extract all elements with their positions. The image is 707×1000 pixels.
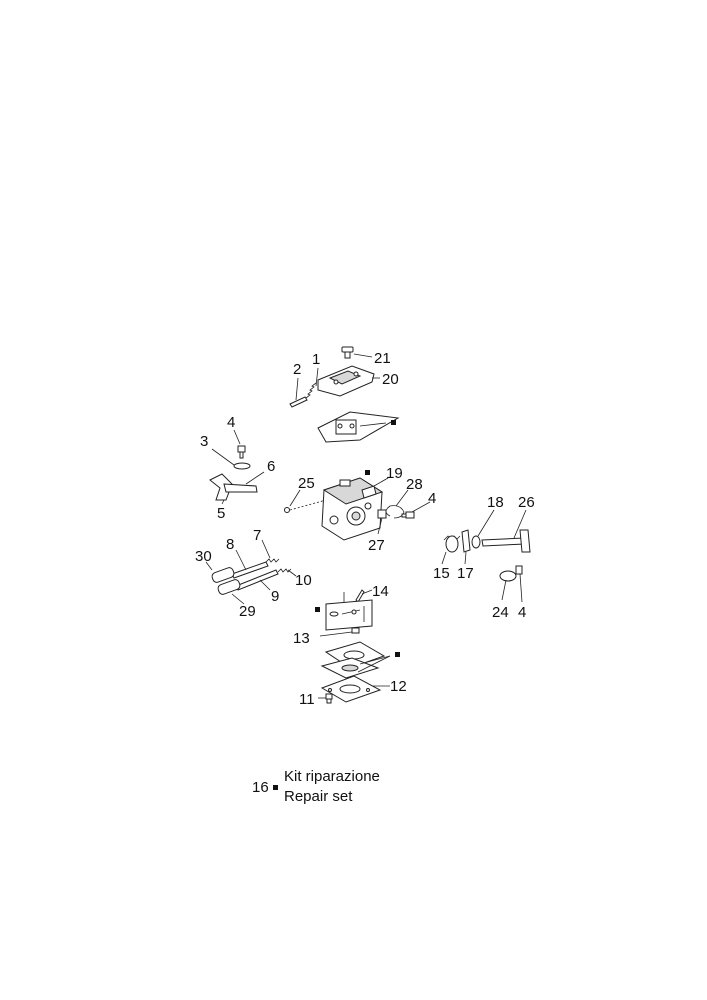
kit-marker-plate — [315, 607, 320, 612]
callout-4-right: 4 — [518, 604, 526, 621]
kit-marker-body — [365, 470, 370, 475]
callout-19: 19 — [386, 465, 403, 482]
part-7-spring — [261, 539, 280, 563]
callout-5: 5 — [217, 505, 225, 522]
callout-3: 3 — [200, 433, 208, 450]
callout-30: 30 — [195, 548, 212, 565]
part-4-screw-right — [515, 565, 523, 603]
callout-24: 24 — [492, 604, 509, 621]
callout-8: 8 — [226, 536, 234, 553]
legend-line-italian: Kit riparazione — [284, 768, 380, 785]
callout-27: 27 — [368, 537, 385, 554]
callout-28: 28 — [406, 476, 423, 493]
part-1-spring — [305, 367, 319, 399]
callout-21: 21 — [374, 350, 391, 367]
part-4-screw-mid — [401, 501, 431, 519]
callout-18: 18 — [487, 494, 504, 511]
callout-13: 13 — [293, 630, 310, 647]
part-2-needle — [289, 377, 308, 408]
part-17-washer — [461, 529, 471, 565]
part-15-spring — [441, 535, 461, 565]
callout-4-top: 4 — [227, 414, 235, 431]
part-29-cap — [217, 579, 245, 605]
top-gasket — [317, 411, 400, 443]
part-12-cover — [320, 675, 390, 703]
legend-part-number: 16 — [252, 779, 269, 796]
callout-1: 1 — [312, 351, 320, 368]
part-19-fitting — [361, 477, 389, 499]
legend-kit-marker — [273, 785, 278, 790]
part-27-plug — [377, 509, 387, 535]
callout-17: 17 — [457, 565, 474, 582]
callout-4-mid: 4 — [428, 490, 436, 507]
callout-11: 11 — [299, 691, 315, 708]
legend-line-english: Repair set — [284, 788, 353, 805]
callout-12: 12 — [390, 678, 407, 695]
callout-20: 20 — [382, 371, 399, 388]
part-18-bushing — [471, 509, 495, 549]
kit-marker-diaphragm — [395, 652, 400, 657]
part-26-shaft — [481, 509, 531, 553]
callout-9: 9 — [271, 588, 279, 605]
part-21-screw — [341, 346, 373, 359]
part-30-cap — [205, 561, 235, 583]
part-11-screw — [318, 693, 333, 704]
part-6-5-lever — [209, 471, 265, 505]
part-8-needle — [231, 549, 269, 579]
part-10-spring — [277, 568, 297, 577]
part-24-plate — [499, 570, 517, 601]
part-13-screw — [319, 627, 360, 637]
callout-14: 14 — [372, 583, 389, 600]
callout-2: 2 — [293, 361, 301, 378]
callout-26: 26 — [518, 494, 535, 511]
part-3-washer — [211, 448, 251, 470]
callout-29: 29 — [239, 603, 256, 620]
callout-6: 6 — [267, 458, 275, 475]
part-20-cover — [317, 365, 380, 397]
part-4-screw-left — [233, 429, 246, 459]
kit-marker — [391, 420, 396, 425]
callout-10: 10 — [295, 572, 312, 589]
metering-lever-plate — [315, 599, 373, 631]
diaphragm-stack — [320, 641, 400, 679]
callout-15: 15 — [433, 565, 450, 582]
callout-7: 7 — [253, 527, 261, 544]
callout-25: 25 — [298, 475, 315, 492]
